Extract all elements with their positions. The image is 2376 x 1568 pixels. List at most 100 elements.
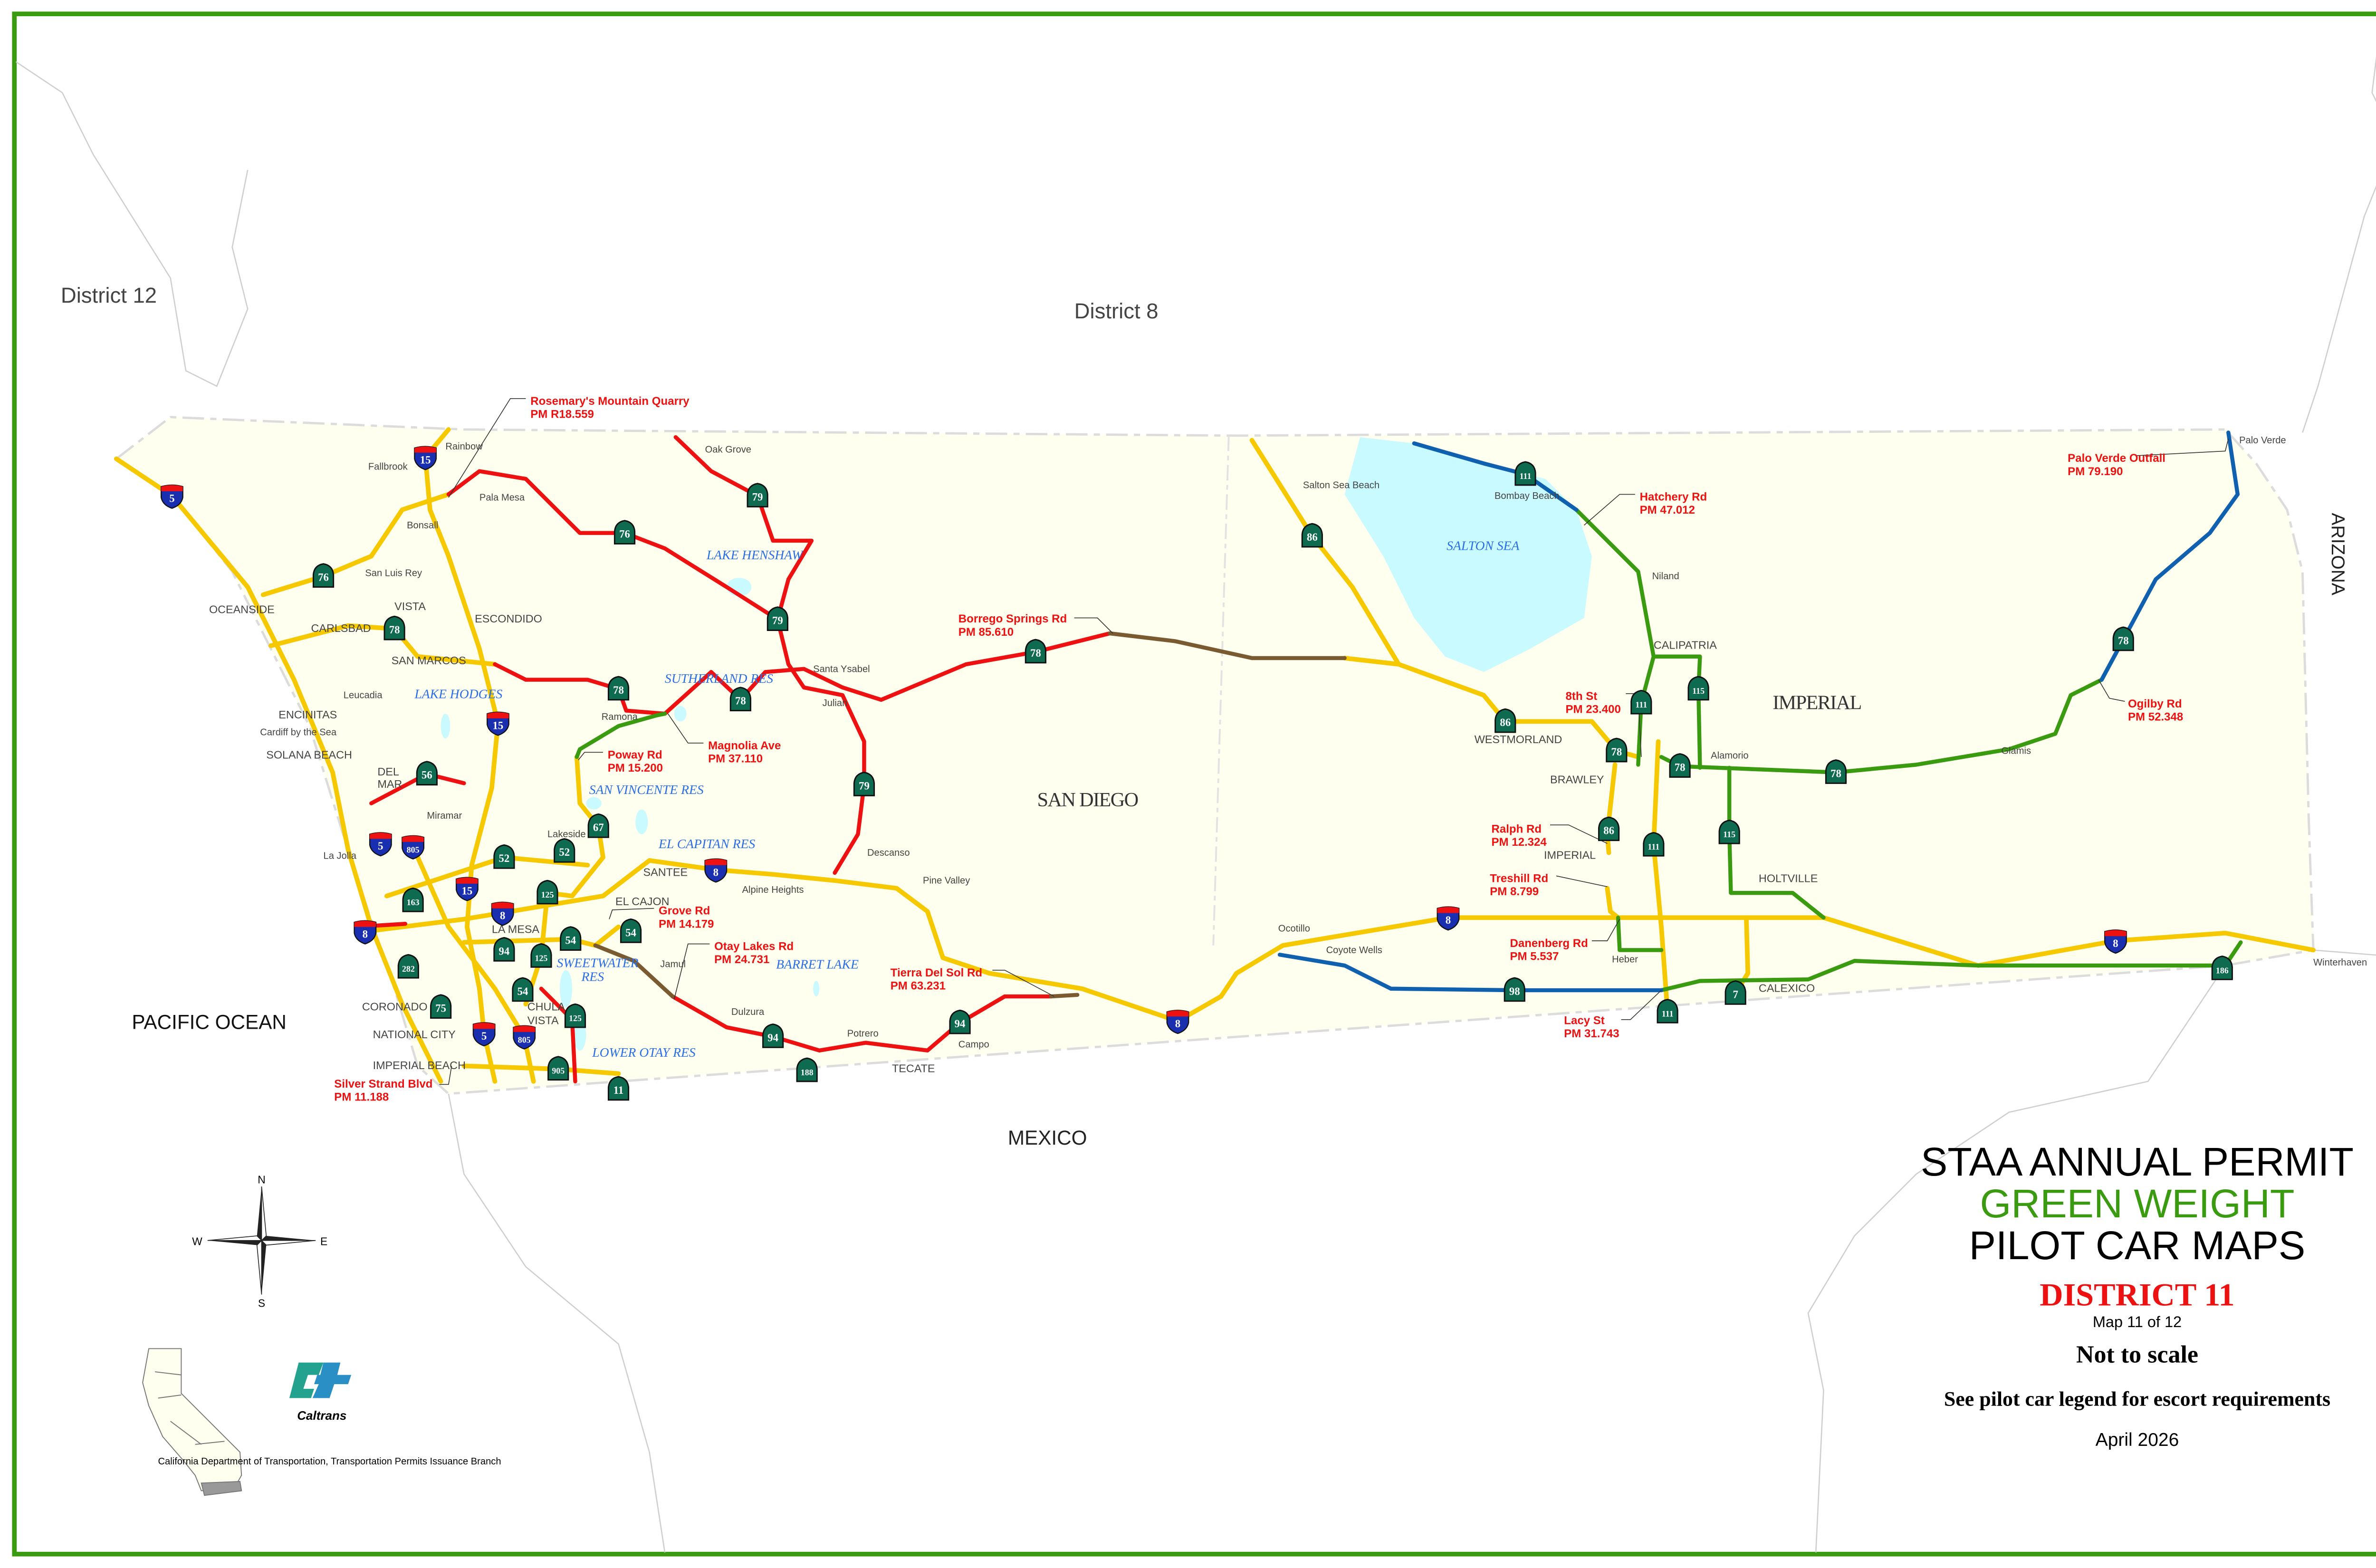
interstate-shield-icon: 5 [161,484,183,509]
annotation-road-name: Borrego Springs Rd [958,612,1067,625]
state-route-shield-icon: 78 [1025,639,1046,664]
interstate-shield-icon: 8 [491,901,514,926]
route-brown [593,943,675,999]
city-label: SOLANA BEACH [266,748,352,761]
san-diego-county-label: SAN DIEGO [1037,789,1138,811]
compass-north: N [258,1173,265,1186]
city-label: Coyote Wells [1326,945,1382,956]
water-label: LAKE HODGES [414,687,502,701]
shield-number: 8 [500,909,505,921]
interstate-shield-icon: 8 [1437,906,1460,931]
route-yellow [114,456,443,1084]
san-vicente-res [586,797,602,810]
state-route-shield-icon: 67 [587,813,609,838]
state-route-shield-icon: 76 [312,563,335,588]
route-green [1727,765,1826,920]
route-red [446,469,780,621]
route-green [1616,916,1664,952]
shield-number: 115 [1723,830,1735,839]
shield-number: 5 [481,1030,487,1042]
shield-number: 78 [1675,761,1686,773]
annotation-road-name: Tierra Del Sol Rd [891,966,982,979]
state-route-shield-icon: 188 [796,1057,818,1082]
shield-number: 78 [1830,767,1841,779]
city-label: Glamis [2001,746,2031,756]
shield-number: 905 [552,1066,565,1076]
city-label: ENCINITAS [278,708,337,721]
district-12-label: District 12 [61,283,157,307]
water-label: EL CAPITAN RES [658,836,755,851]
annotation-road-name: Hatchery Rd [1640,490,1707,503]
shield-number: 8 [713,866,719,878]
city-label: Jamul [660,959,686,969]
salton-sea [1344,437,1592,672]
shield-number: 67 [593,822,604,833]
city-label: Julian [823,698,848,708]
city-label: OCEANSIDE [209,603,275,616]
state-route-shield-icon: 905 [547,1056,569,1081]
city-label: Salton Sea Beach [1303,480,1380,490]
shield-number: 11 [613,1084,624,1096]
shield-number: 86 [1500,717,1511,728]
shield-number: 75 [435,1003,446,1014]
city-label: Rainbow [445,441,483,452]
water-label: SUTHERLAND RES [665,671,773,686]
annotation-postmile: PM 52.348 [2128,711,2183,724]
city-label: Fallbrook [368,461,408,472]
state-route-shield-icon: 115 [1687,676,1709,701]
route-brown [1108,631,1347,660]
state-route-shield-icon: 54 [512,977,534,1002]
city-label: CORONADO [362,1000,428,1013]
shield-number: 125 [535,953,548,963]
shield-number: 125 [569,1013,582,1023]
state-route-shield-icon: 125 [564,1003,586,1028]
city-label: CHULA [527,1000,565,1013]
city-label: CALEXICO [1759,982,1815,994]
interstate-shield-icon: 5 [472,1022,496,1047]
district-8-label: District 8 [1074,299,1159,323]
shield-number: 15 [462,885,473,897]
state-route-shield-icon: 76 [613,520,636,545]
county-line [1212,435,1230,946]
shield-number: 78 [1611,746,1622,758]
city-label: Pala Mesa [479,492,525,503]
annotation-road-name: 8th St [1566,690,1598,703]
annotation-road-name: Treshill Rd [1490,872,1548,885]
annotation-road-name: Grove Rd [659,905,710,918]
annotation-postmile: PM 15.200 [608,762,663,774]
city-label: Leucadia [344,690,383,701]
interstate-shield-icon: 15 [414,446,437,470]
lake-hodges [441,714,450,739]
state-route-shield-icon: 111 [1643,832,1665,857]
route-green [1659,637,2126,774]
annotation-postmile: PM 11.188 [334,1091,389,1104]
shield-number: 805 [518,1035,531,1045]
annotation-postmile: PM R18.559 [530,408,594,421]
shield-number: 78 [2118,635,2129,647]
arizona-label: ARIZONA [2328,513,2348,595]
annotation-road-name: Ralph Rd [1491,822,1542,835]
water-label: BARRET LAKE [776,957,859,972]
water-bodies [441,437,1592,1051]
shield-number: 188 [801,1068,814,1077]
city-label: TECATE [892,1062,935,1074]
title-block: STAA ANNUAL PERMIT GREEN WEIGHT PILOT CA… [1921,1139,2354,1450]
state-route-shield-icon: 94 [762,1023,784,1048]
shield-number: 56 [422,769,432,781]
shield-number: 15 [420,454,431,466]
district-title: DISTRICT 11 [2040,1276,2234,1312]
shield-number: 76 [619,528,630,540]
sweetwater-res [559,970,572,1007]
shield-number: 79 [859,780,870,792]
state-route-shield-icon: 125 [530,943,552,968]
annotation-postmile: PM 79.190 [2068,465,2123,478]
